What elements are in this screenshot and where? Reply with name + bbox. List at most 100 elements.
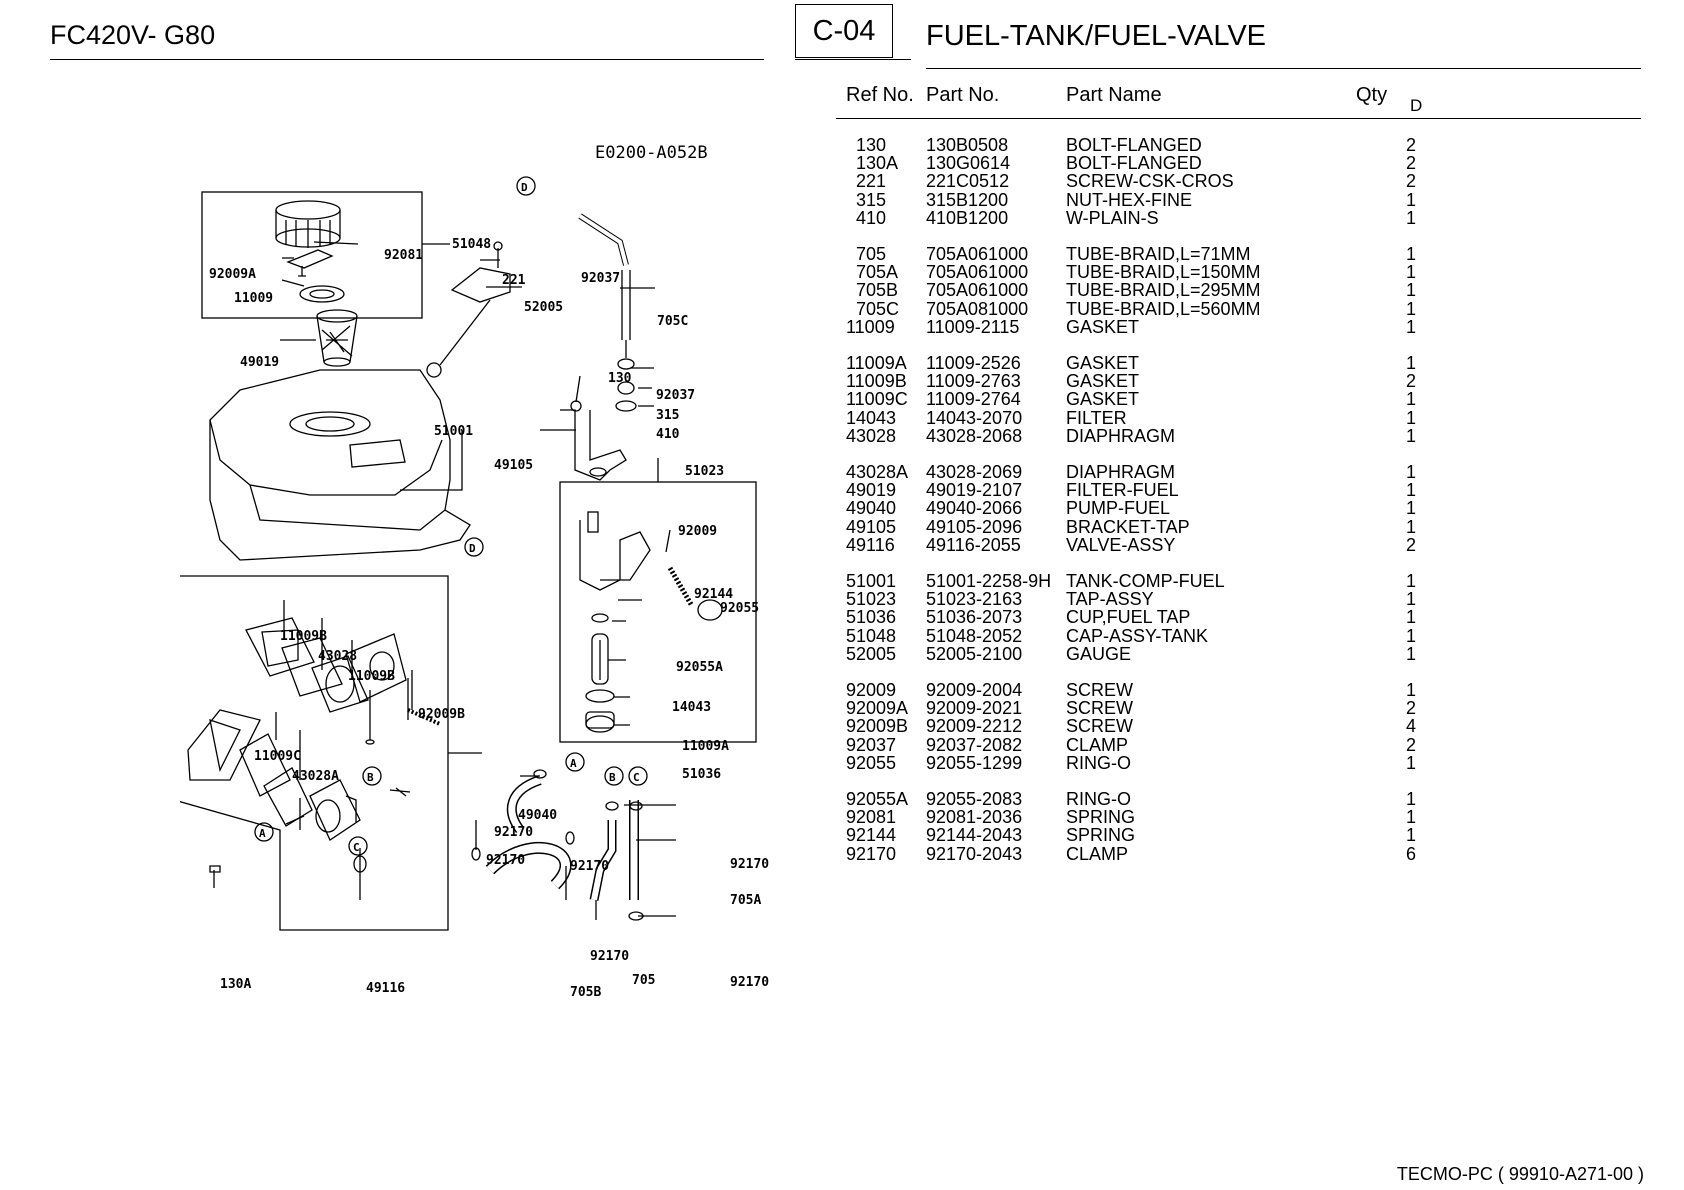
part-name-cell: BRACKET-TAP [1066, 516, 1190, 537]
part-name-cell: SCREW-CSK-CROS [1066, 171, 1234, 192]
diagram-label: 51001 [434, 424, 473, 439]
qty-cell: 1 [1406, 643, 1417, 664]
header-rule-left [50, 59, 764, 60]
qty-cell: 1 [1406, 625, 1417, 646]
ref-no-cell: 705A [856, 262, 899, 283]
fuel-tank-part [209, 369, 471, 561]
qty-cell: 2 [1406, 534, 1417, 555]
part-name-cell: GASKET [1066, 371, 1140, 392]
qty-cell: 1 [1406, 807, 1417, 828]
section-title: FUEL-TANK/FUEL-VALVE [926, 20, 1267, 52]
ref-no-cell: 705C [856, 298, 900, 319]
part-name-cell: DIAPHRAGM [1066, 462, 1176, 482]
circle-letter-c: C [633, 771, 640, 784]
part-no-cell: 221C0512 [926, 171, 1010, 192]
diagram-label: 92170 [486, 853, 525, 868]
exploded-parts-diagram: E0200-A052B D D A B C A B C 51048 92081 … [180, 143, 769, 1000]
qty-cell: 2 [1406, 171, 1417, 192]
diagram-label: 92144 [694, 587, 733, 602]
ref-no-cell: 11009A [846, 353, 907, 373]
ref-no-cell: 49105 [846, 516, 897, 537]
spring-part [286, 249, 334, 269]
diagram-label: 315 [656, 408, 679, 423]
diagram-label: 705A [730, 893, 761, 908]
part-name-cell: SPRING [1066, 825, 1136, 846]
diagram-label: 92081 [384, 248, 423, 263]
part-no-cell: 51036-2073 [926, 607, 1023, 628]
part-no-cell: 92009-2212 [926, 716, 1023, 737]
circle-letter-a: A [259, 827, 266, 840]
ref-no-cell: 11009C [846, 389, 908, 410]
ref-no-cell: 92170 [846, 843, 897, 864]
part-name-cell: SCREW [1066, 698, 1133, 719]
part-no-cell: 49040-2066 [926, 498, 1023, 519]
qty-cell: 1 [1406, 571, 1417, 591]
part-name-cell: FILTER-FUEL [1066, 480, 1179, 501]
diagram-label: 92037 [581, 271, 620, 286]
gasket-part [299, 285, 345, 303]
qty-cell: 2 [1406, 153, 1417, 174]
cap-group-box [201, 191, 423, 319]
ref-no-cell: 92009A [846, 698, 909, 719]
qty-cell: 1 [1406, 189, 1417, 210]
qty-cell: 1 [1406, 262, 1417, 283]
diagram-label: 92170 [590, 949, 629, 964]
part-no-cell: 51048-2052 [926, 625, 1023, 646]
part-name-cell: RING-O [1066, 752, 1131, 773]
ref-no-cell: 43028A [846, 462, 909, 482]
diagram-label: 92170 [494, 825, 533, 840]
ref-no-cell: 92009B [846, 716, 909, 737]
col-header-ref: Ref No. [846, 84, 914, 106]
part-name-cell: NUT-HEX-FINE [1066, 189, 1192, 210]
diagram-label: 705C [657, 314, 688, 329]
qty-cell: 1 [1406, 607, 1417, 628]
part-name-cell: GASKET [1066, 316, 1140, 337]
part-no-cell: 51023-2163 [926, 589, 1023, 610]
qty-cell: 2 [1406, 371, 1417, 392]
qty-cell: 1 [1406, 280, 1417, 301]
diagram-label: 11009A [682, 739, 729, 754]
ref-no-cell: 92144 [846, 825, 897, 846]
part-name-cell: TUBE-BRAID,L=71MM [1066, 244, 1251, 264]
diagram-label: 705 [632, 973, 655, 988]
ref-no-cell: 130A [856, 153, 899, 174]
ref-no-cell: 221 [856, 171, 887, 192]
qty-cell: 1 [1406, 480, 1417, 501]
part-no-cell: 43028-2069 [926, 462, 1023, 482]
diagram-label: 130 [608, 371, 632, 386]
part-no-cell: 51001-2258-9H [926, 571, 1052, 591]
diagram-label: 51036 [682, 767, 721, 782]
part-name-cell: FILTER [1066, 407, 1127, 428]
diagram-label: 43028 [318, 649, 357, 664]
qty-cell: 1 [1406, 353, 1417, 373]
diagram-label: 92009A [209, 267, 256, 282]
model-name: FC420V- G80 [50, 20, 216, 50]
diagram-label: 14043 [672, 700, 711, 715]
part-name-cell: CLAMP [1066, 843, 1129, 864]
part-name-cell: CUP,FUEL TAP [1066, 607, 1191, 628]
part-name-cell: BOLT-FLANGED [1066, 135, 1202, 155]
col-header-d: D [1410, 96, 1423, 115]
qty-cell: 1 [1406, 752, 1417, 773]
qty-cell: 2 [1406, 734, 1417, 755]
qty-cell: 1 [1406, 298, 1417, 319]
part-no-cell: 49105-2096 [926, 516, 1023, 537]
part-name-cell: CAP-ASSY-TANK [1066, 625, 1209, 646]
part-name-cell: DIAPHRAGM [1066, 425, 1176, 446]
diagram-label: 92170 [570, 859, 609, 874]
qty-cell: 1 [1406, 207, 1417, 228]
ref-no-cell: 51001 [846, 571, 897, 591]
ref-no-cell: 14043 [846, 407, 897, 428]
part-no-cell: 11009-2115 [926, 316, 1020, 337]
part-name-cell: TUBE-BRAID,L=295MM [1066, 280, 1261, 301]
circle-letter-b: B [367, 771, 374, 784]
header-rule-mid [795, 59, 911, 60]
diagram-label: 705B [570, 985, 601, 1000]
qty-cell: 6 [1406, 843, 1417, 864]
part-no-cell: 705A061000 [926, 262, 1029, 283]
ref-no-cell: 11009 [846, 316, 895, 337]
part-name-cell: GAUGE [1066, 643, 1132, 664]
ref-no-cell: 705 [856, 244, 887, 264]
fuel-filter-part [316, 309, 358, 323]
